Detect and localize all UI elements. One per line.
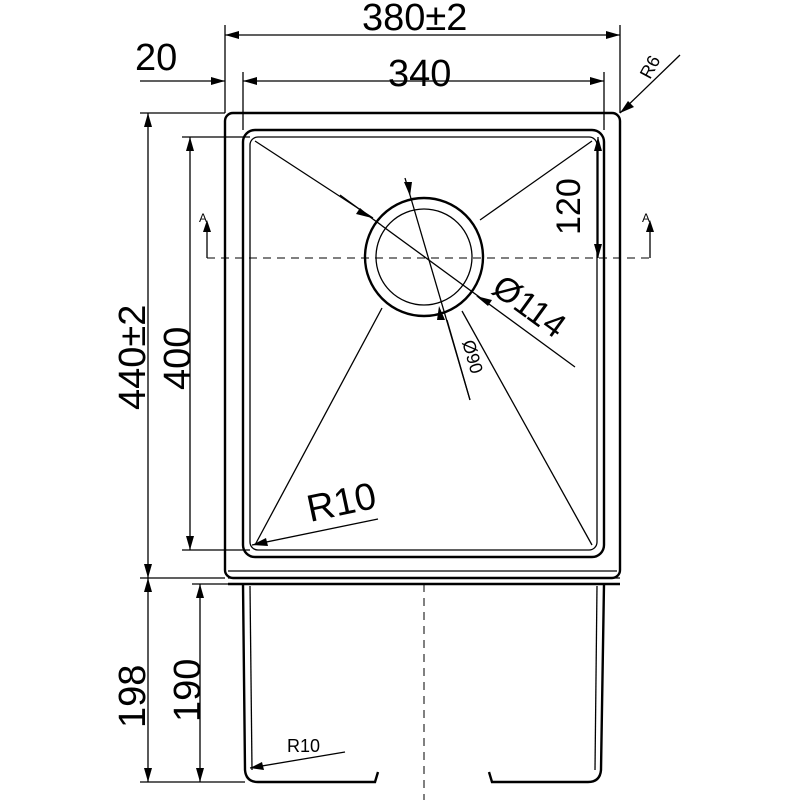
dim-drain-inner: Ø90: [458, 338, 487, 376]
dim-corner-radius: R6: [636, 52, 664, 82]
leader-drain-inner-ext: [446, 319, 471, 401]
dim-rim-offset: 20: [135, 37, 177, 79]
crease-top-right: [479, 140, 593, 221]
arrow: [356, 208, 372, 218]
dim-inner-length: 400: [157, 327, 199, 390]
arrow: [196, 584, 204, 598]
arrow: [590, 77, 604, 85]
section-arrow-left: [203, 220, 211, 232]
arrow: [144, 113, 152, 127]
arrow: [252, 538, 268, 546]
crease-bottom-right: [461, 310, 593, 546]
bowl-outer-edge: [241, 128, 606, 559]
arrow: [211, 77, 225, 85]
leader-bottom-radius: [249, 751, 346, 769]
side-view: 198 190 R10: [112, 577, 620, 800]
top-dimensions: 380±2 340 20 R6 440±2 400 120: [112, 0, 681, 579]
arrow: [404, 182, 412, 196]
arrow: [243, 77, 257, 85]
drain-inner: [375, 208, 473, 306]
dim-bowl-depth: 190: [167, 659, 209, 722]
arrow: [144, 578, 152, 592]
arrow: [144, 768, 152, 782]
leader-drain-outer: [339, 194, 576, 368]
arrow: [594, 244, 602, 258]
arrow: [225, 31, 239, 39]
arrow: [620, 101, 634, 113]
leader-bowl-corner: [251, 518, 379, 546]
arrow: [196, 768, 204, 782]
section-arrow-right: [646, 220, 654, 232]
dim-overall-length: 440±2: [112, 305, 154, 410]
drain-outer: [363, 196, 485, 318]
arrow: [250, 762, 264, 770]
dim-drain-offset: 120: [550, 178, 588, 235]
arrow: [594, 137, 602, 151]
bowl-left-inner: [249, 585, 253, 771]
section-label-left: A: [199, 211, 207, 225]
arrow: [186, 536, 194, 550]
dim-overall-width: 380±2: [362, 0, 467, 39]
dim-total-depth: 198: [112, 665, 154, 728]
dim-inner-width: 340: [388, 53, 451, 95]
crease-bottom-left: [254, 307, 383, 546]
bowl-right-inner: [594, 585, 598, 771]
arrow: [144, 564, 152, 578]
dim-bowl-corner: R10: [303, 475, 380, 531]
arrow: [606, 31, 620, 39]
arrow: [437, 306, 445, 320]
bowl-inner-edge: [249, 136, 598, 551]
dim-bottom-radius: R10: [287, 736, 320, 756]
section-label-right: A: [642, 211, 650, 225]
arrow: [186, 137, 194, 151]
bowl-left-profile: [241, 583, 380, 784]
arrow: [476, 296, 492, 306]
bowl-right-profile: [487, 583, 606, 784]
